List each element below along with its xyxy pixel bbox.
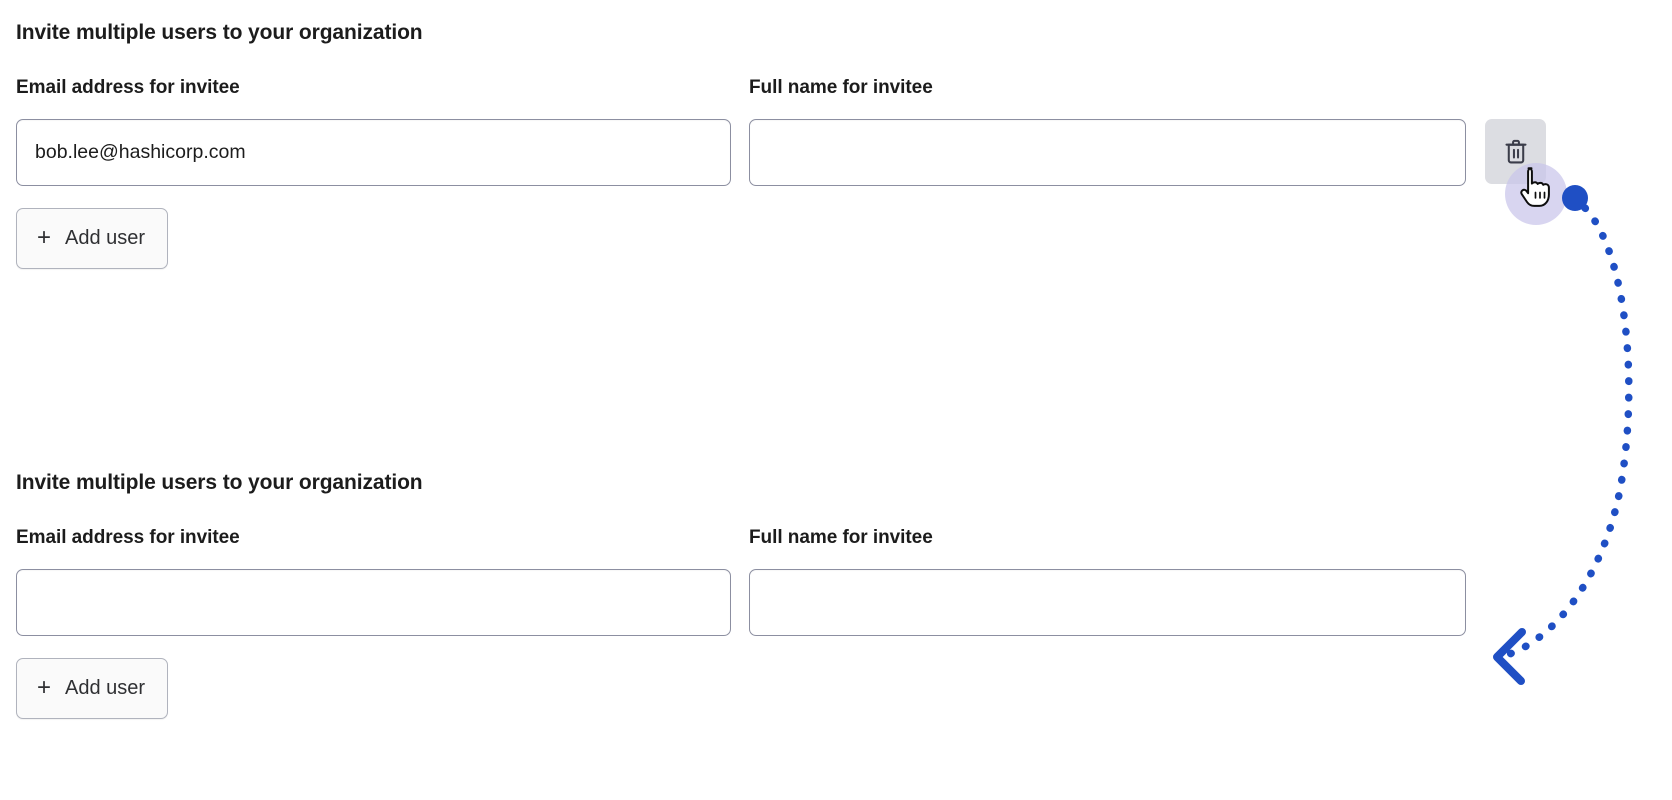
- add-user-button-label-2: Add user: [65, 677, 146, 699]
- email-input-2[interactable]: [16, 569, 731, 636]
- email-input[interactable]: [16, 119, 731, 186]
- invite-section-2: Invite multiple users to your organizati…: [16, 468, 1656, 719]
- email-field-group-2: Email address for invitee: [16, 526, 731, 636]
- delete-invitee-button[interactable]: [1485, 119, 1546, 184]
- fullname-field-label: Full name for invitee: [749, 77, 933, 98]
- email-field-group: Email address for invitee: [16, 76, 731, 186]
- email-field-label-2: Email address for invitee: [16, 527, 240, 548]
- fullname-field-group: Full name for invitee: [749, 76, 1466, 186]
- page-title-2: Invite multiple users to your organizati…: [16, 471, 423, 494]
- add-user-button-2[interactable]: + Add user: [16, 658, 169, 719]
- trash-icon: [1503, 138, 1529, 166]
- page-title: Invite multiple users to your organizati…: [16, 21, 423, 44]
- fullname-field-group-2: Full name for invitee: [749, 526, 1466, 636]
- plus-icon-2: +: [37, 673, 52, 701]
- fullname-field-label-2: Full name for invitee: [749, 527, 933, 548]
- invitee-field-row: Email address for invitee Full name for …: [16, 76, 1656, 186]
- plus-icon: +: [37, 223, 52, 251]
- fullname-input-2[interactable]: [749, 569, 1466, 636]
- add-user-button[interactable]: + Add user: [16, 208, 169, 269]
- email-field-label: Email address for invitee: [16, 77, 240, 98]
- fullname-input[interactable]: [749, 119, 1466, 186]
- invite-section-1: Invite multiple users to your organizati…: [16, 18, 1656, 269]
- add-user-button-label: Add user: [65, 227, 146, 249]
- invitee-field-row-2: Email address for invitee Full name for …: [16, 526, 1656, 636]
